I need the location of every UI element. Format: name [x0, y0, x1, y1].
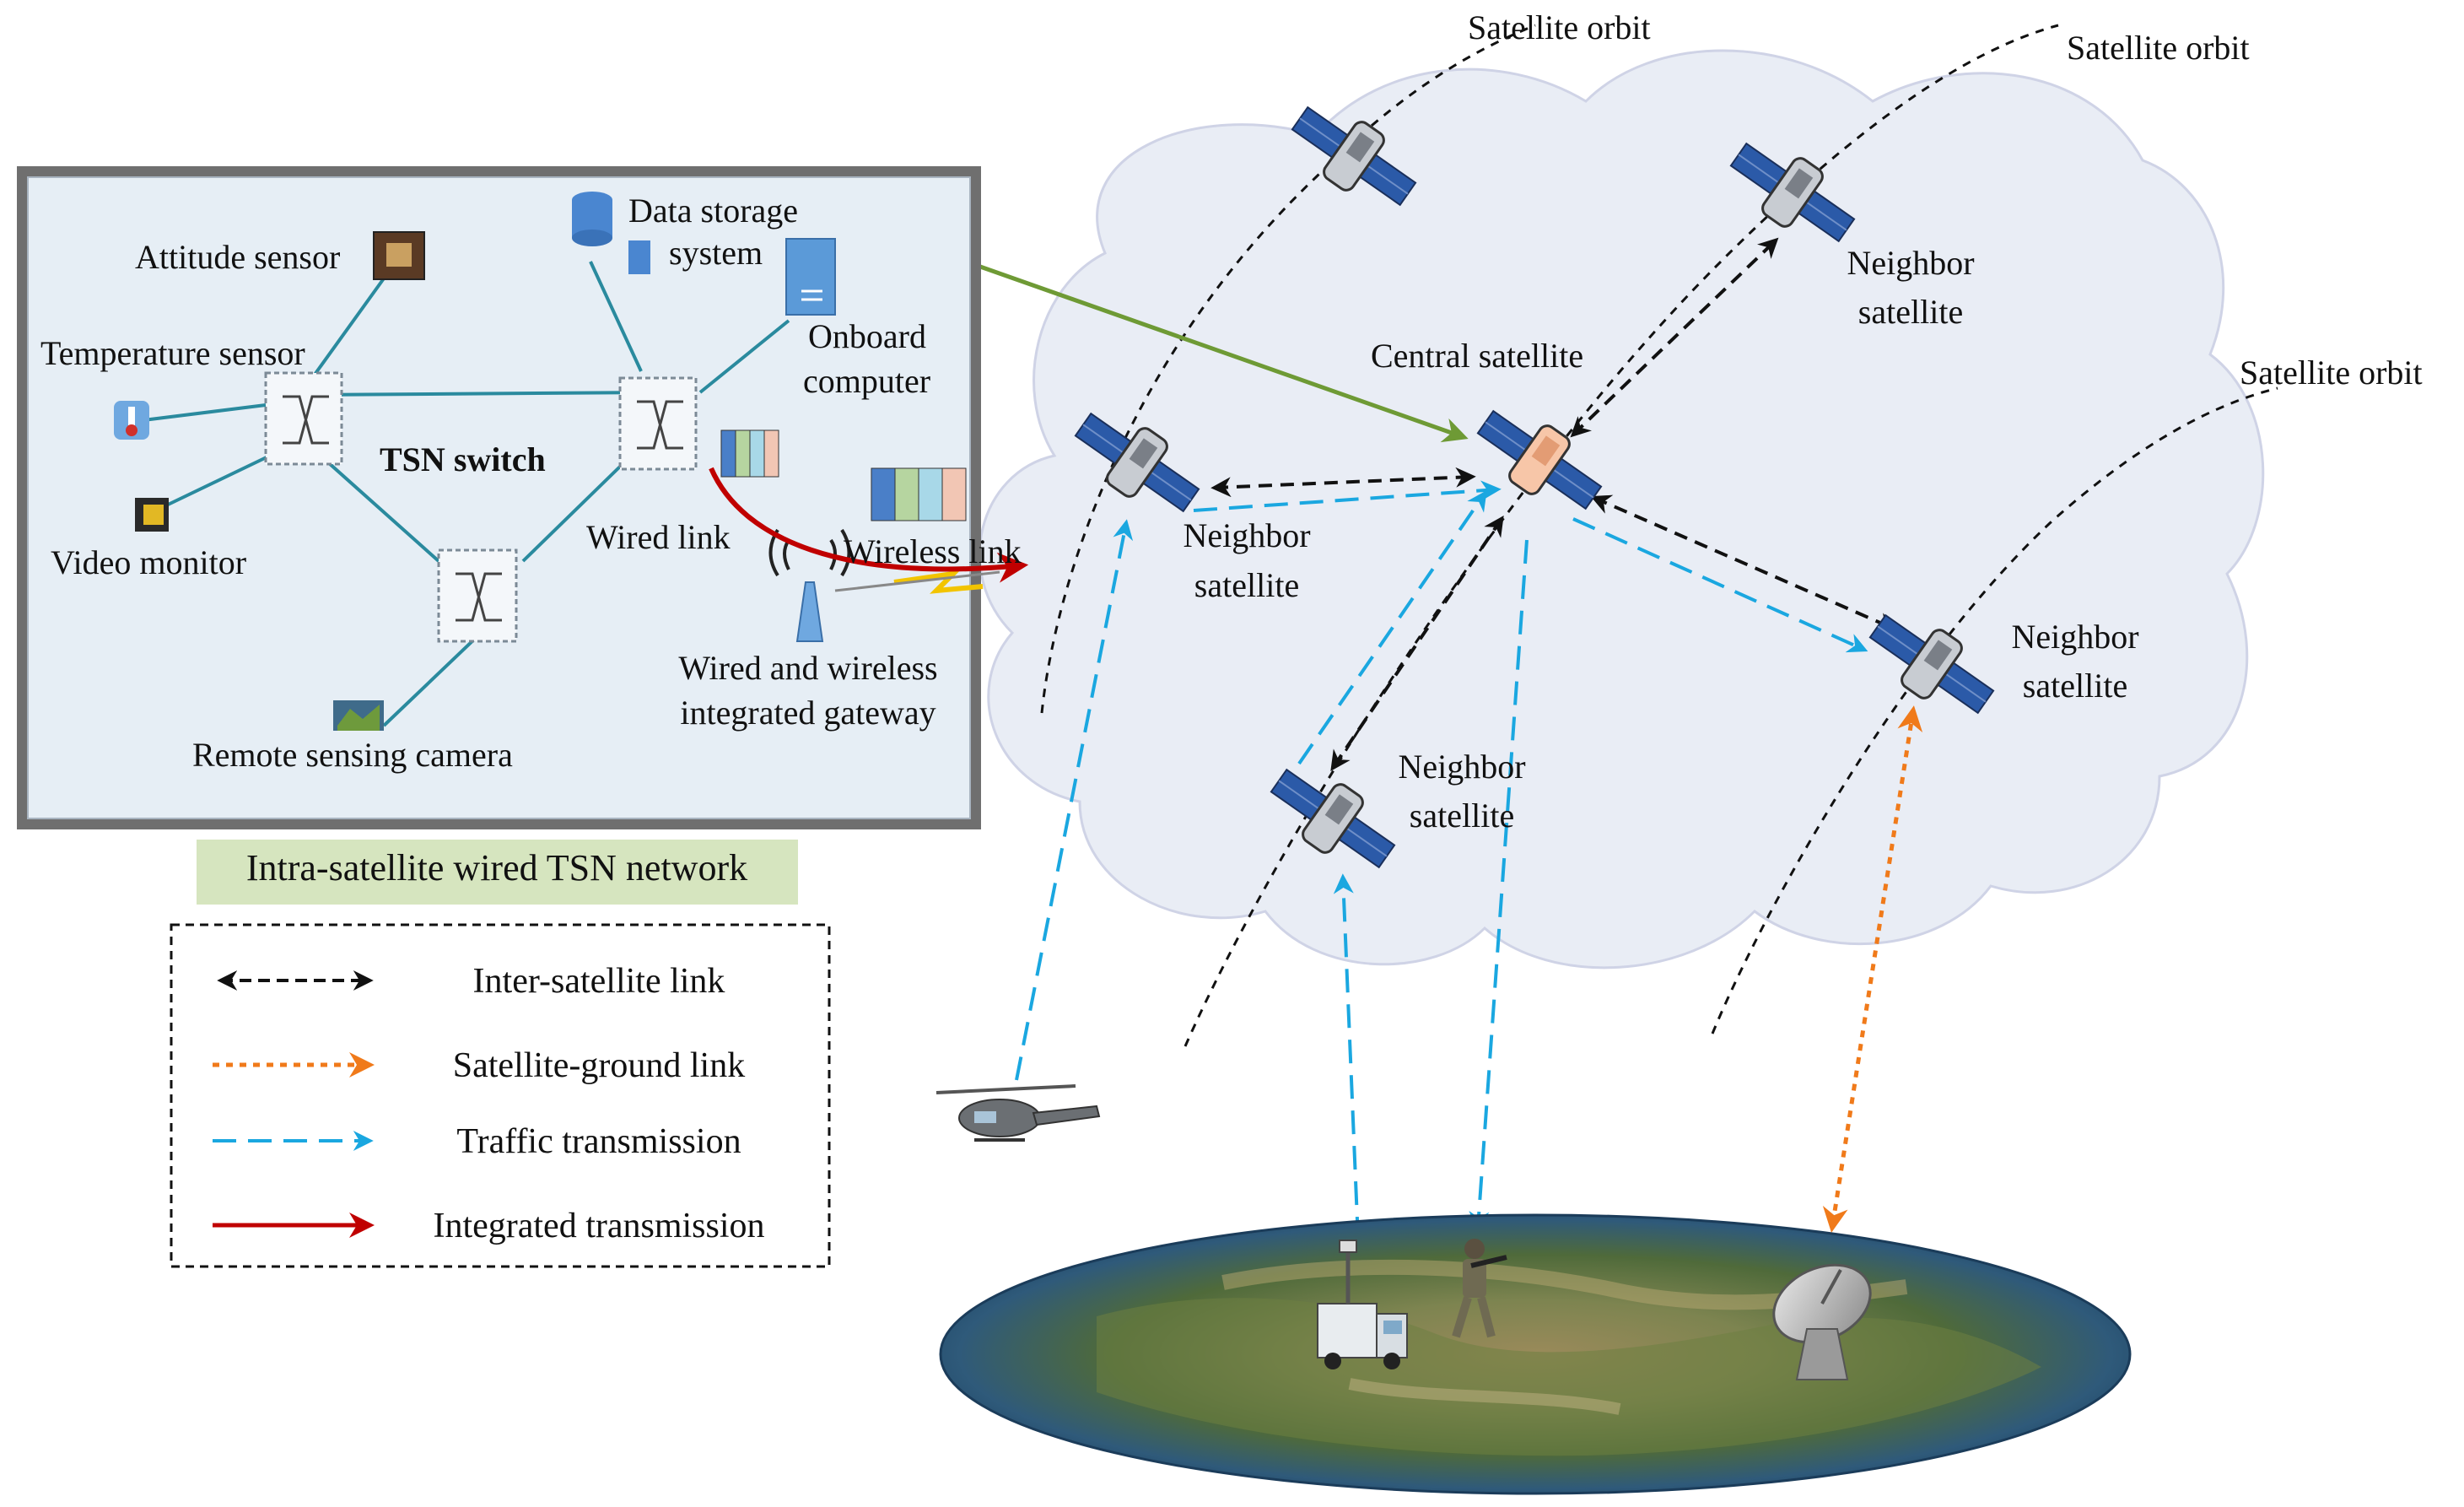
- neighbor-top-label-1: Neighbor: [1847, 244, 1974, 282]
- helicopter-icon: [935, 1084, 1101, 1142]
- satellite-central: [1476, 410, 1603, 510]
- legend-label-inter-satellite: Inter-satellite link: [473, 962, 725, 1001]
- queue-icon-2: [871, 467, 967, 521]
- neighbor-left-label-1: Neighbor: [1183, 516, 1310, 554]
- temperature-sensor-label: Temperature sensor: [40, 334, 305, 372]
- orbit-label-1: Satellite orbit: [1468, 8, 1651, 46]
- neighbor-right-label-1: Neighbor: [2011, 618, 2138, 656]
- tsn-inset: Attitude sensor Temperature sensor Video…: [17, 166, 1029, 829]
- satellite-neighbor-bottom: [1270, 769, 1396, 868]
- satellite-neighbor-left: [1074, 413, 1200, 512]
- inset-pointer-arrow: [979, 264, 1469, 443]
- tsn-switch-2: [618, 376, 698, 471]
- onboard-computer-label-2: computer: [803, 362, 930, 400]
- legend-label-traffic: Traffic transmission: [456, 1122, 741, 1161]
- inter-satellite-links: [1210, 237, 1898, 771]
- legend-label-integrated: Integrated transmission: [433, 1207, 764, 1245]
- tsn-switch-label: TSN switch: [380, 440, 546, 478]
- neighbor-top-label-2: satellite: [1858, 293, 1963, 331]
- attitude-sensor-label: Attitude sensor: [135, 238, 340, 276]
- thermometer-icon: [114, 401, 149, 440]
- satellite-neighbor-right: [1868, 614, 1995, 714]
- attitude-sensor-icon: [373, 231, 425, 280]
- neighbor-left-label-2: satellite: [1194, 566, 1299, 604]
- orbit-label-2: Satellite orbit: [2067, 29, 2250, 67]
- video-monitor-icon: [135, 498, 169, 532]
- legend: Inter-satellite link Satellite-ground li…: [170, 923, 831, 1268]
- inset-links: [143, 261, 790, 727]
- caption-box: [197, 840, 798, 905]
- legend-label-satellite-ground: Satellite-ground link: [453, 1046, 745, 1085]
- gateway-label-1: Wired and wireless: [678, 649, 937, 687]
- caption-text: Intra-satellite wired TSN network: [246, 847, 747, 889]
- data-storage-icon: [572, 192, 650, 274]
- tsn-switch-3: [437, 548, 518, 643]
- gateway-label-2: integrated gateway: [680, 694, 935, 732]
- vehicle-icon: [1317, 1240, 1408, 1369]
- data-storage-label-2: system: [669, 234, 763, 272]
- dish-antenna-icon: [1772, 1263, 1872, 1380]
- neighbor-bottom-label-1: Neighbor: [1398, 748, 1525, 786]
- central-satellite-label: Central satellite: [1371, 337, 1583, 375]
- wired-link-label: Wired link: [586, 518, 731, 556]
- remote-sensing-camera-icon: [333, 700, 384, 731]
- earth-surface: [939, 1213, 2132, 1495]
- orbit-label-3: Satellite orbit: [2240, 354, 2423, 392]
- video-monitor-label: Video monitor: [51, 543, 246, 581]
- remote-sensing-camera-label: Remote sensing camera: [192, 736, 513, 774]
- lightning-icon: [893, 570, 984, 594]
- neighbor-bottom-label-2: satellite: [1410, 797, 1514, 835]
- satellite-top-left: [1291, 106, 1417, 206]
- wireless-link-label: Wireless link: [844, 532, 1022, 570]
- neighbor-right-label-2: satellite: [2023, 667, 2127, 705]
- wireless-beam: [834, 570, 1000, 592]
- orbit-lines: [1040, 24, 2278, 1047]
- integrated-transmission-arrow: [709, 467, 1029, 583]
- onboard-computer-label-1: Onboard: [808, 317, 926, 355]
- data-storage-label-1: Data storage: [628, 192, 798, 230]
- queue-icon: [720, 429, 779, 478]
- onboard-computer-icon: [785, 238, 836, 316]
- satellite-ground-link: [1822, 705, 1923, 1233]
- soldier-icon: [1452, 1239, 1507, 1338]
- satellite-neighbor-top: [1729, 143, 1856, 242]
- tsn-switch-1: [264, 371, 343, 466]
